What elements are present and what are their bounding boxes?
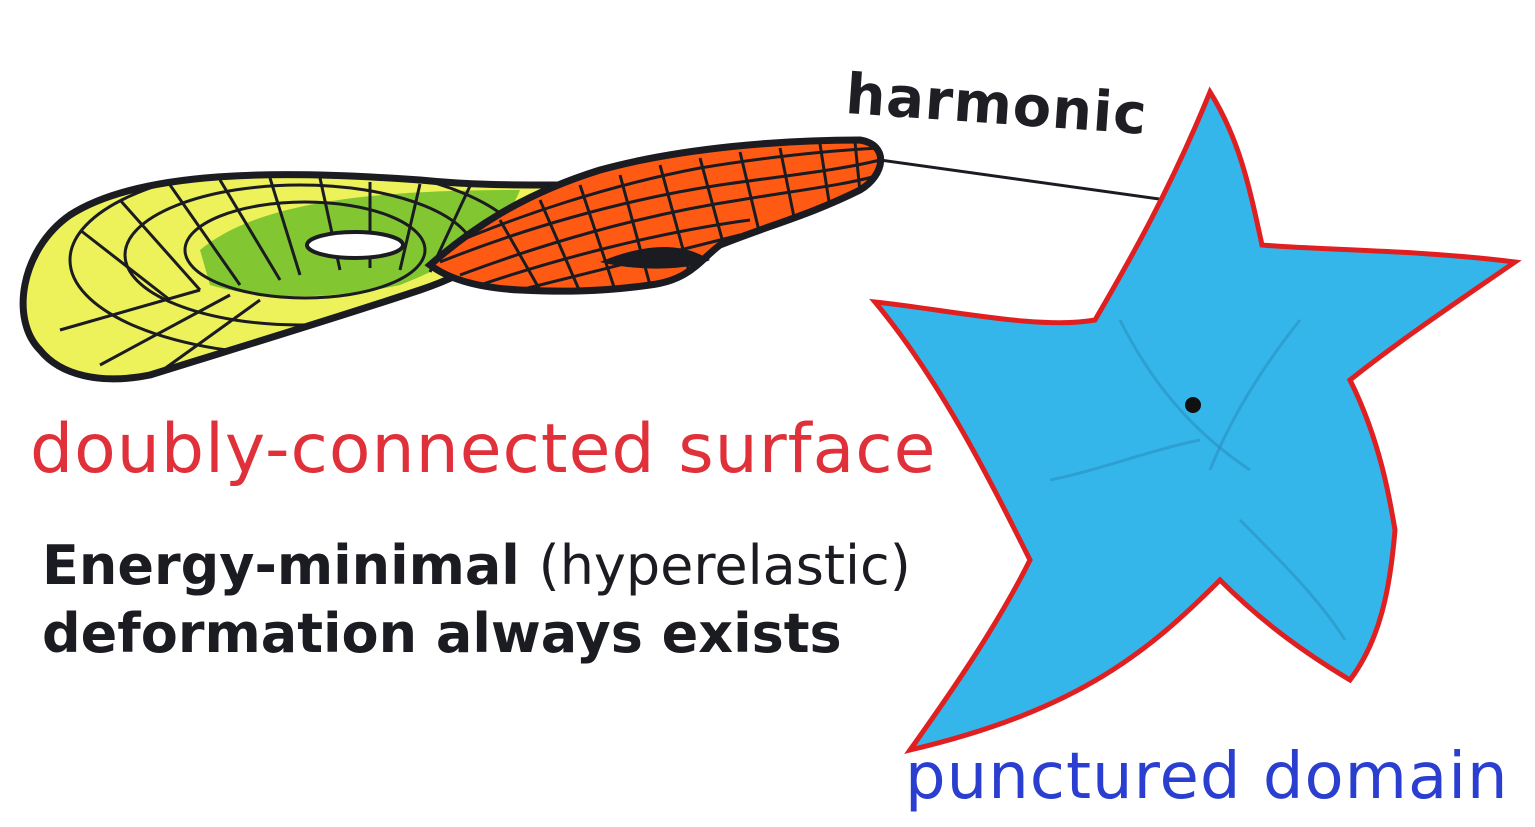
statement-paren: (hyperelastic): [539, 534, 911, 597]
dot-icon: [1185, 397, 1201, 413]
statement-line-1: Energy-minimal (hyperelastic): [42, 534, 911, 597]
punctured-domain: [875, 92, 1515, 750]
surface-label: doubly-connected surface: [30, 410, 937, 489]
surface-right-lobe: [430, 140, 881, 292]
surface-hole: [307, 232, 403, 258]
statement-bold: Energy-minimal: [42, 534, 520, 597]
domain-label: punctured domain: [905, 740, 1509, 814]
statement-line-2: deformation always exists: [42, 602, 842, 665]
